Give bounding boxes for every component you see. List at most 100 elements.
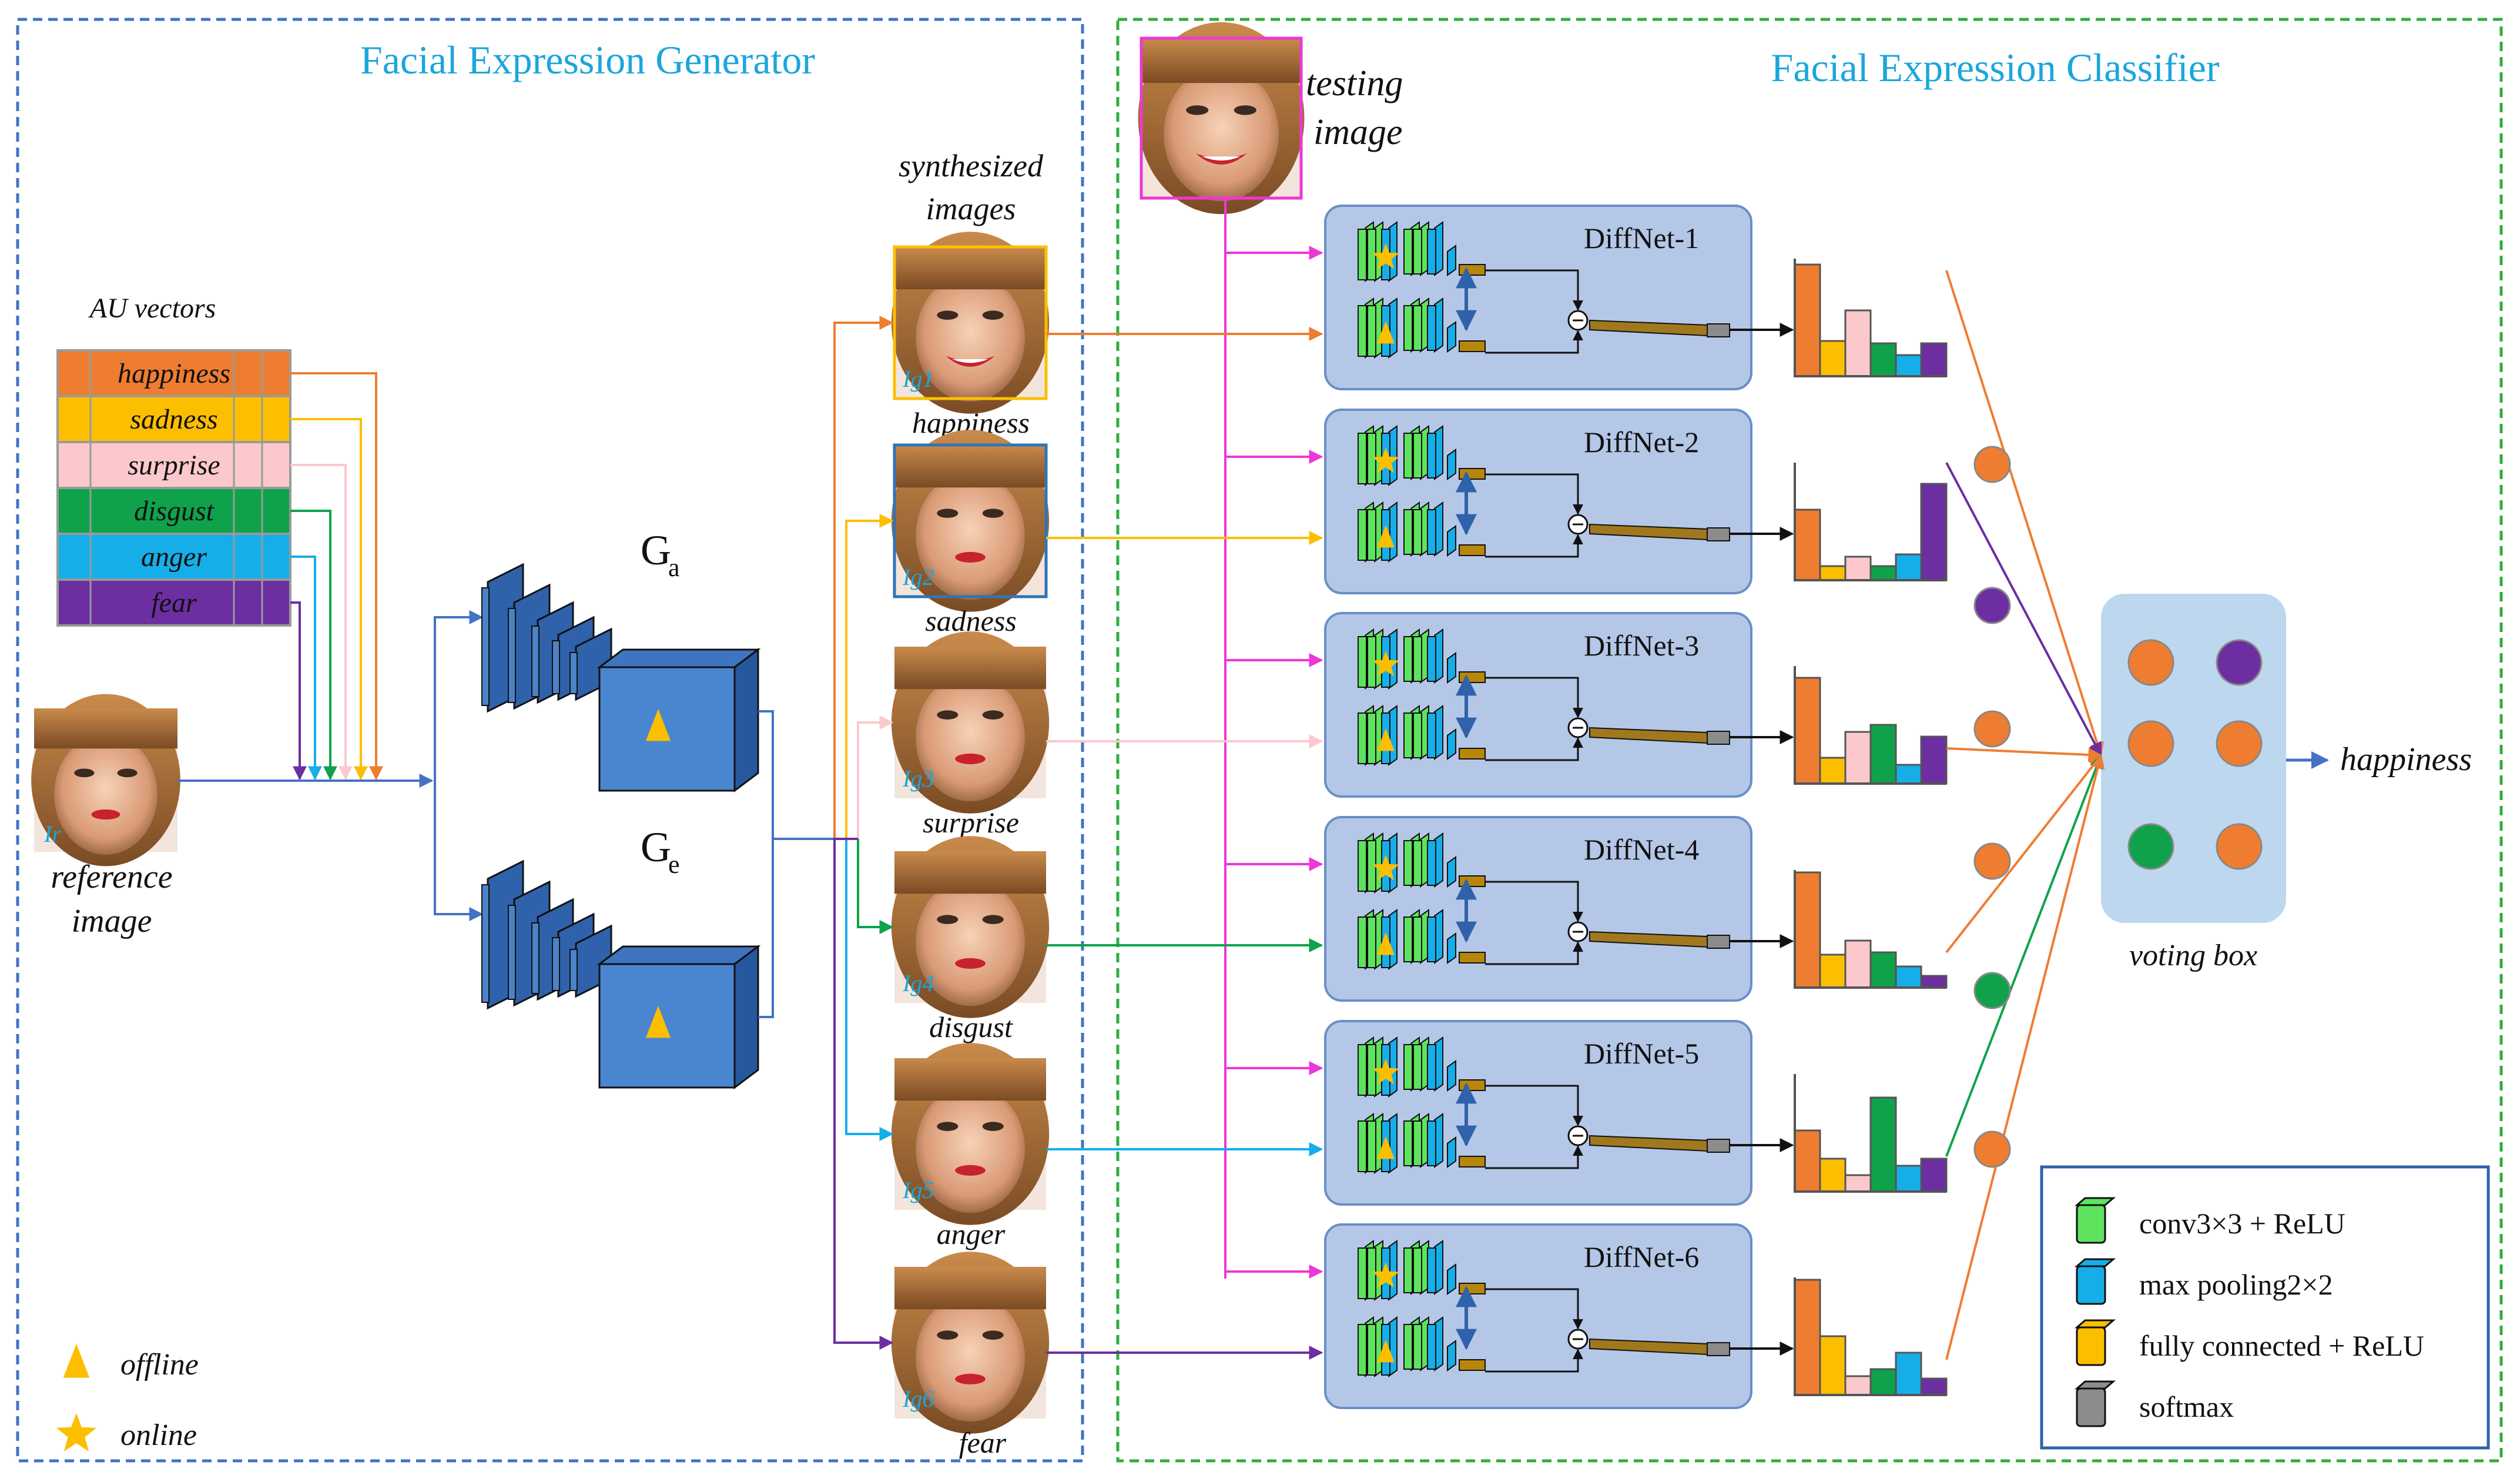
- vote-line-3: [1946, 747, 2103, 762]
- cnn-layer-face: [1403, 229, 1413, 275]
- offline-marker: [1377, 525, 1395, 548]
- fc-layer: [1459, 264, 1486, 276]
- diffnet-label: DiffNet-3: [1584, 629, 1699, 662]
- au-label-surprise: surprise: [128, 450, 220, 481]
- cnn-layer-face: [1358, 916, 1367, 968]
- right-eye: [982, 509, 1004, 518]
- upper-branch-line: [1485, 269, 1583, 311]
- synthesized-label-anger: anger: [937, 1217, 1006, 1250]
- cnn-layer-face: [1413, 636, 1422, 682]
- cnn-layer-face: [1427, 509, 1436, 555]
- generator-to-image-surprise: [857, 715, 894, 839]
- histogram-bar: [1920, 483, 1948, 581]
- offline-marker: [1377, 728, 1395, 751]
- histogram-bar: [1895, 1351, 1922, 1396]
- synthesized-title-line1: synthesized: [899, 148, 1044, 183]
- vote-circle: [2127, 823, 2174, 870]
- right-eye: [982, 710, 1004, 720]
- au-label-happiness: happiness: [118, 358, 230, 389]
- decoder-side: [733, 945, 759, 1089]
- diffnet-label: DiffNet-6: [1584, 1240, 1699, 1273]
- online-marker: [1372, 1059, 1399, 1085]
- fc-layer: [1459, 544, 1486, 556]
- histogram-bar: [1794, 263, 1821, 377]
- histogram-bar: [1794, 871, 1821, 989]
- encoder-face: [481, 884, 490, 1003]
- online-marker: [1372, 243, 1399, 269]
- au-line-fear: [290, 601, 307, 781]
- cnn-layer-face: [1427, 916, 1436, 962]
- lower-branch-line: [1485, 737, 1583, 761]
- histogram-axis: [1794, 1277, 1946, 1396]
- diffnet-label: DiffNet-5: [1584, 1037, 1699, 1070]
- left-eye: [937, 509, 959, 518]
- diffnet-5: DiffNet-5: [1324, 1020, 1794, 1206]
- generator-to-image-sadness: [845, 514, 894, 840]
- legend-swatch-top: [2074, 1380, 2116, 1390]
- generator-to-image-disgust: [857, 839, 894, 934]
- online-marker: [1372, 855, 1399, 881]
- histogram-bar: [1895, 553, 1922, 581]
- testing-label-line1: testing: [1306, 63, 1403, 103]
- legend-swatch-top: [2074, 1197, 2116, 1206]
- face-skin: [54, 734, 158, 855]
- diffnet-4: DiffNet-4: [1324, 816, 1794, 1002]
- cnn-layer-face: [1413, 916, 1422, 962]
- softmax-layer: [1707, 527, 1730, 541]
- fc-layer: [1459, 748, 1486, 760]
- histogram-bar: [1819, 1335, 1847, 1396]
- cnn-layer-face: [1427, 1044, 1436, 1090]
- cnn-layer-face: [1358, 1247, 1367, 1299]
- bangs-shape: [894, 445, 1046, 488]
- cnn-layer-face: [1358, 636, 1367, 688]
- legend-label: fully connected + ReLU: [2139, 1329, 2424, 1362]
- mouth: [955, 958, 986, 969]
- pool-layer: [1447, 1136, 1456, 1168]
- online-marker: [1372, 1262, 1399, 1288]
- pool-layer: [1447, 856, 1456, 888]
- vote-circle: [2216, 639, 2263, 686]
- vote-dot-5: [1973, 972, 2011, 1009]
- vote-dot-1: [1973, 446, 2011, 483]
- to-ge: [434, 781, 484, 921]
- vote-dot-4: [1973, 842, 2011, 880]
- classifier-title: Facial Expression Classifier: [1771, 45, 2220, 90]
- histogram-bar: [1895, 764, 1922, 785]
- upper-branch-line: [1485, 473, 1583, 515]
- vote-circle: [2127, 639, 2174, 686]
- cnn-layer-face: [1367, 1120, 1376, 1172]
- cnn-layer-face: [1358, 840, 1367, 892]
- offline-legend-label: offline: [120, 1348, 199, 1381]
- histogram-axis: [1794, 259, 1946, 377]
- offline-marker: [1377, 932, 1395, 955]
- generator-ge-subscript: e: [668, 850, 680, 879]
- face-skin: [916, 1294, 1025, 1422]
- mouth: [955, 753, 986, 764]
- left-eye: [937, 710, 959, 720]
- vote-line-4: [1945, 754, 2102, 954]
- histogram-bar: [1920, 342, 1948, 377]
- histogram-bar: [1844, 1375, 1872, 1396]
- histogram-bar: [1920, 735, 1948, 785]
- left-eye: [937, 915, 959, 924]
- upper-branch-line: [1485, 1288, 1583, 1330]
- histogram-bar: [1819, 757, 1847, 785]
- image-frame: [893, 245, 1048, 400]
- image-frame: [1140, 36, 1303, 200]
- cnn-layer-face: [1413, 433, 1422, 479]
- right-eye: [982, 915, 1004, 924]
- vote-dot-2: [1973, 587, 2011, 624]
- histogram-bar: [1819, 565, 1847, 581]
- fc-layer: [1459, 875, 1486, 887]
- lower-branch-line: [1485, 534, 1583, 558]
- encoder-face: [552, 937, 560, 991]
- legend-swatch: [2076, 1204, 2106, 1244]
- pool-layer: [1447, 525, 1456, 557]
- histogram-bar: [1869, 1368, 1897, 1396]
- cnn-layer-face: [1358, 433, 1367, 484]
- upper-branch-line: [1485, 881, 1583, 922]
- softmax-layer: [1707, 935, 1730, 949]
- au-label-anger: anger: [141, 541, 207, 573]
- right-eye: [117, 768, 138, 778]
